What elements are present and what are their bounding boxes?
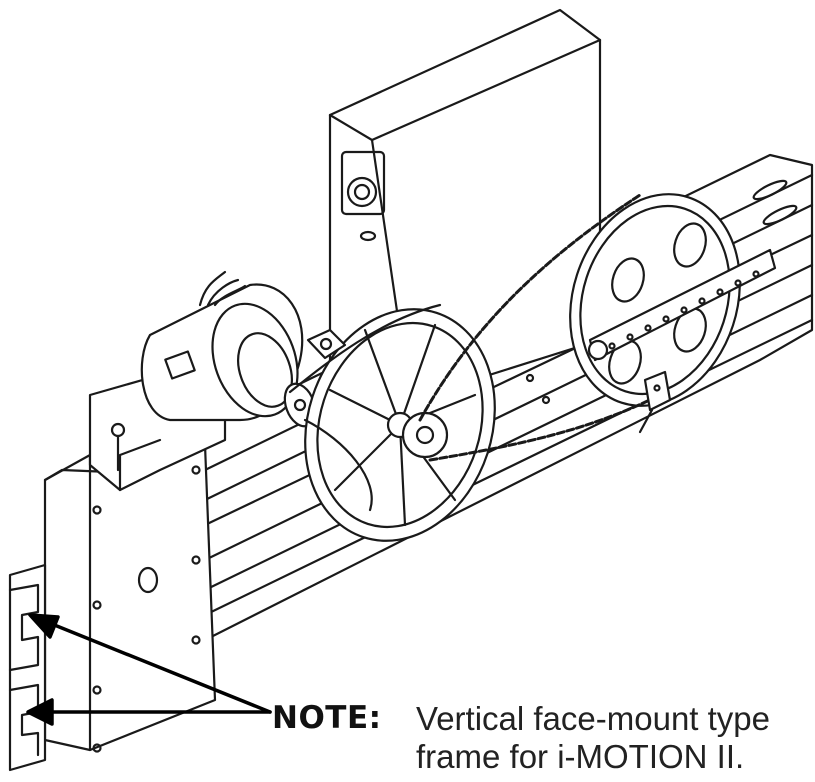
tensioner-bracket bbox=[638, 370, 672, 434]
motor bbox=[140, 270, 317, 428]
control-box bbox=[328, 8, 602, 402]
note-text-line-2: frame for i-MOTION II. bbox=[416, 738, 745, 775]
rail-end-profile bbox=[8, 563, 47, 772]
bearing-block bbox=[306, 328, 347, 360]
note-label: NOTE: bbox=[272, 700, 382, 736]
roller-chain bbox=[418, 193, 662, 462]
drive-arm bbox=[587, 248, 777, 362]
v-belt bbox=[288, 303, 442, 512]
callout-arrows bbox=[26, 613, 272, 726]
control-knob bbox=[346, 176, 378, 208]
face-mount-bracket bbox=[43, 373, 227, 753]
output-sprocket bbox=[569, 193, 741, 407]
note-text-line-1: Vertical face-mount type bbox=[416, 700, 771, 737]
drive-pulley bbox=[304, 308, 496, 542]
